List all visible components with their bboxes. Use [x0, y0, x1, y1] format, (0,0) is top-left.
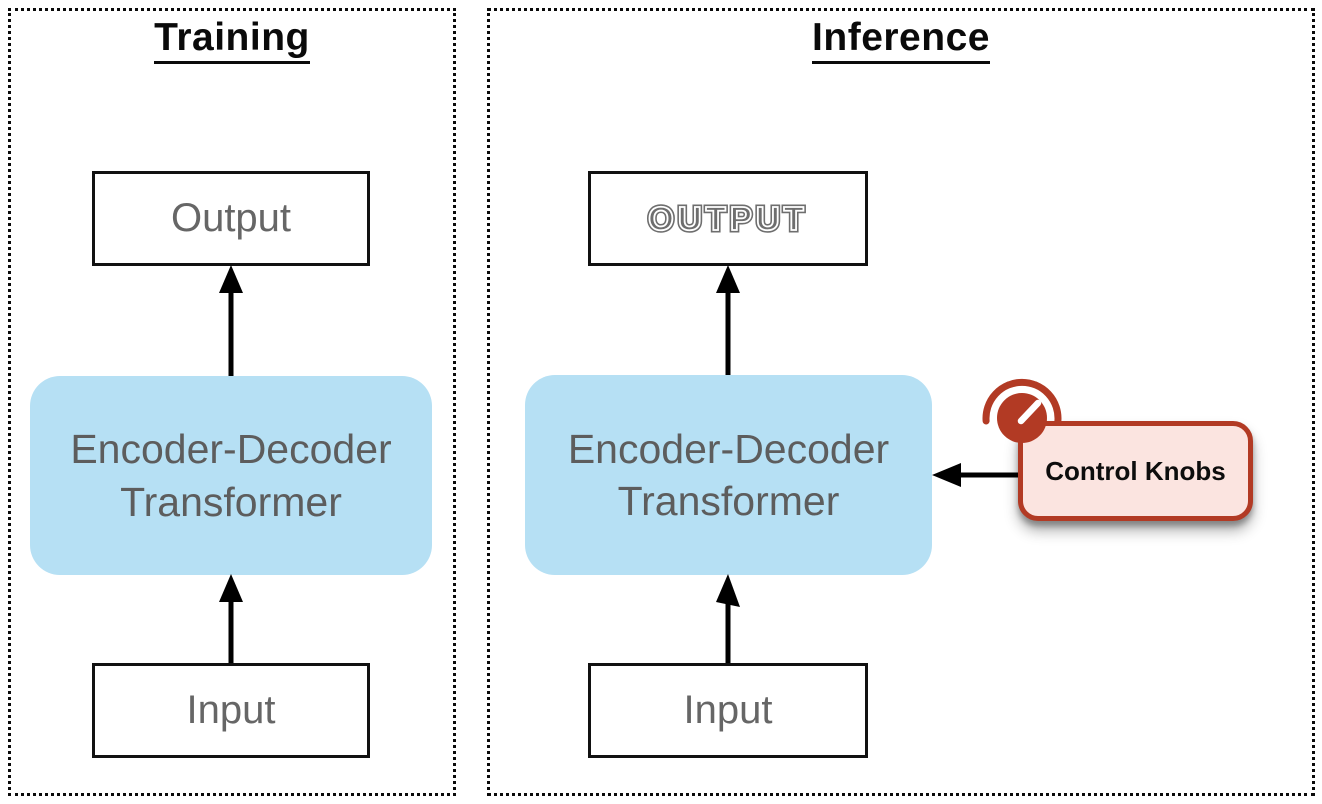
- training-transformer-label-line1: Encoder-Decoder: [70, 426, 392, 473]
- control-knobs-callout: Control Knobs: [1018, 421, 1253, 521]
- inference-panel-title: Inference: [487, 16, 1315, 64]
- training-transformer-label-line2: Transformer: [120, 478, 342, 525]
- inference-output-label-inline-layer: OUTPUT: [647, 200, 808, 237]
- knob-dial-icon: [982, 378, 1062, 443]
- training-up-arrow-bottom-icon: [219, 574, 243, 665]
- inference-up-arrow-bottom-icon: [716, 574, 740, 665]
- training-input-box: Input: [92, 663, 370, 758]
- inference-transformer-box: Encoder-Decoder Transformer: [525, 375, 932, 575]
- training-output-label: Output: [170, 196, 292, 240]
- training-transformer-box: Encoder-Decoder Transformer: [30, 376, 432, 575]
- control-knobs-label: Control Knobs: [1045, 455, 1226, 486]
- inference-output-box: OUTPUT OUTPUT: [588, 171, 868, 266]
- inference-up-arrow-top-icon: [716, 265, 740, 378]
- inference-input-label: Input: [683, 688, 773, 732]
- inference-title-text: Inference: [812, 16, 990, 64]
- inference-input-box: Input: [588, 663, 868, 758]
- inference-transformer-label-line2: Transformer: [617, 478, 840, 524]
- inference-output-label: OUTPUT OUTPUT: [646, 200, 808, 238]
- training-output-box: Output: [92, 171, 370, 266]
- training-up-arrow-top-icon: [219, 265, 243, 378]
- training-input-label: Input: [186, 688, 276, 732]
- training-title-text: Training: [154, 16, 310, 64]
- inference-transformer-label-line1: Encoder-Decoder: [567, 425, 890, 472]
- control-knobs-left-arrow-icon: [932, 463, 1022, 487]
- training-panel-title: Training: [8, 16, 456, 64]
